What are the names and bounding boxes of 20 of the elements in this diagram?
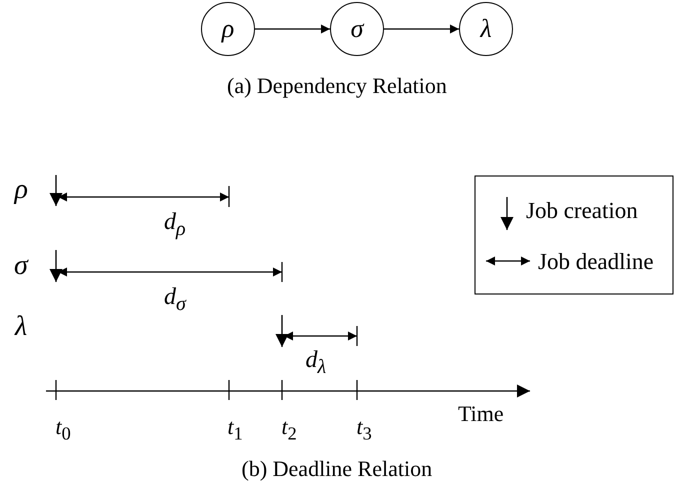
state-circle: σ	[330, 2, 384, 56]
arrow	[384, 24, 459, 34]
legend-label: Job deadline	[538, 250, 654, 272]
row-label: ρ	[14, 176, 28, 204]
tick-label: t$_{3}$	[356, 416, 372, 442]
row-label: σ	[14, 252, 28, 280]
legend-label: Job creation	[526, 198, 638, 222]
deadline-label: d$_{λ}$	[306, 348, 326, 376]
axis-label: Time	[458, 403, 504, 425]
state-circle: ρ	[201, 2, 255, 56]
caption: (a) Dependency Relation	[227, 75, 447, 97]
row-label: λ	[15, 313, 28, 341]
deadline-label: d$_{σ}$	[164, 284, 186, 314]
tick-label: t$_{0}$	[56, 416, 71, 442]
deadline-label: d$_{ρ}$	[164, 210, 186, 238]
caption: (b) Deadline Relation	[242, 458, 432, 480]
tick-label: t$_{1}$	[228, 416, 243, 442]
state-circle: λ	[459, 2, 513, 56]
tick-label: t$_{2}$	[282, 416, 297, 442]
arrow	[255, 24, 330, 34]
